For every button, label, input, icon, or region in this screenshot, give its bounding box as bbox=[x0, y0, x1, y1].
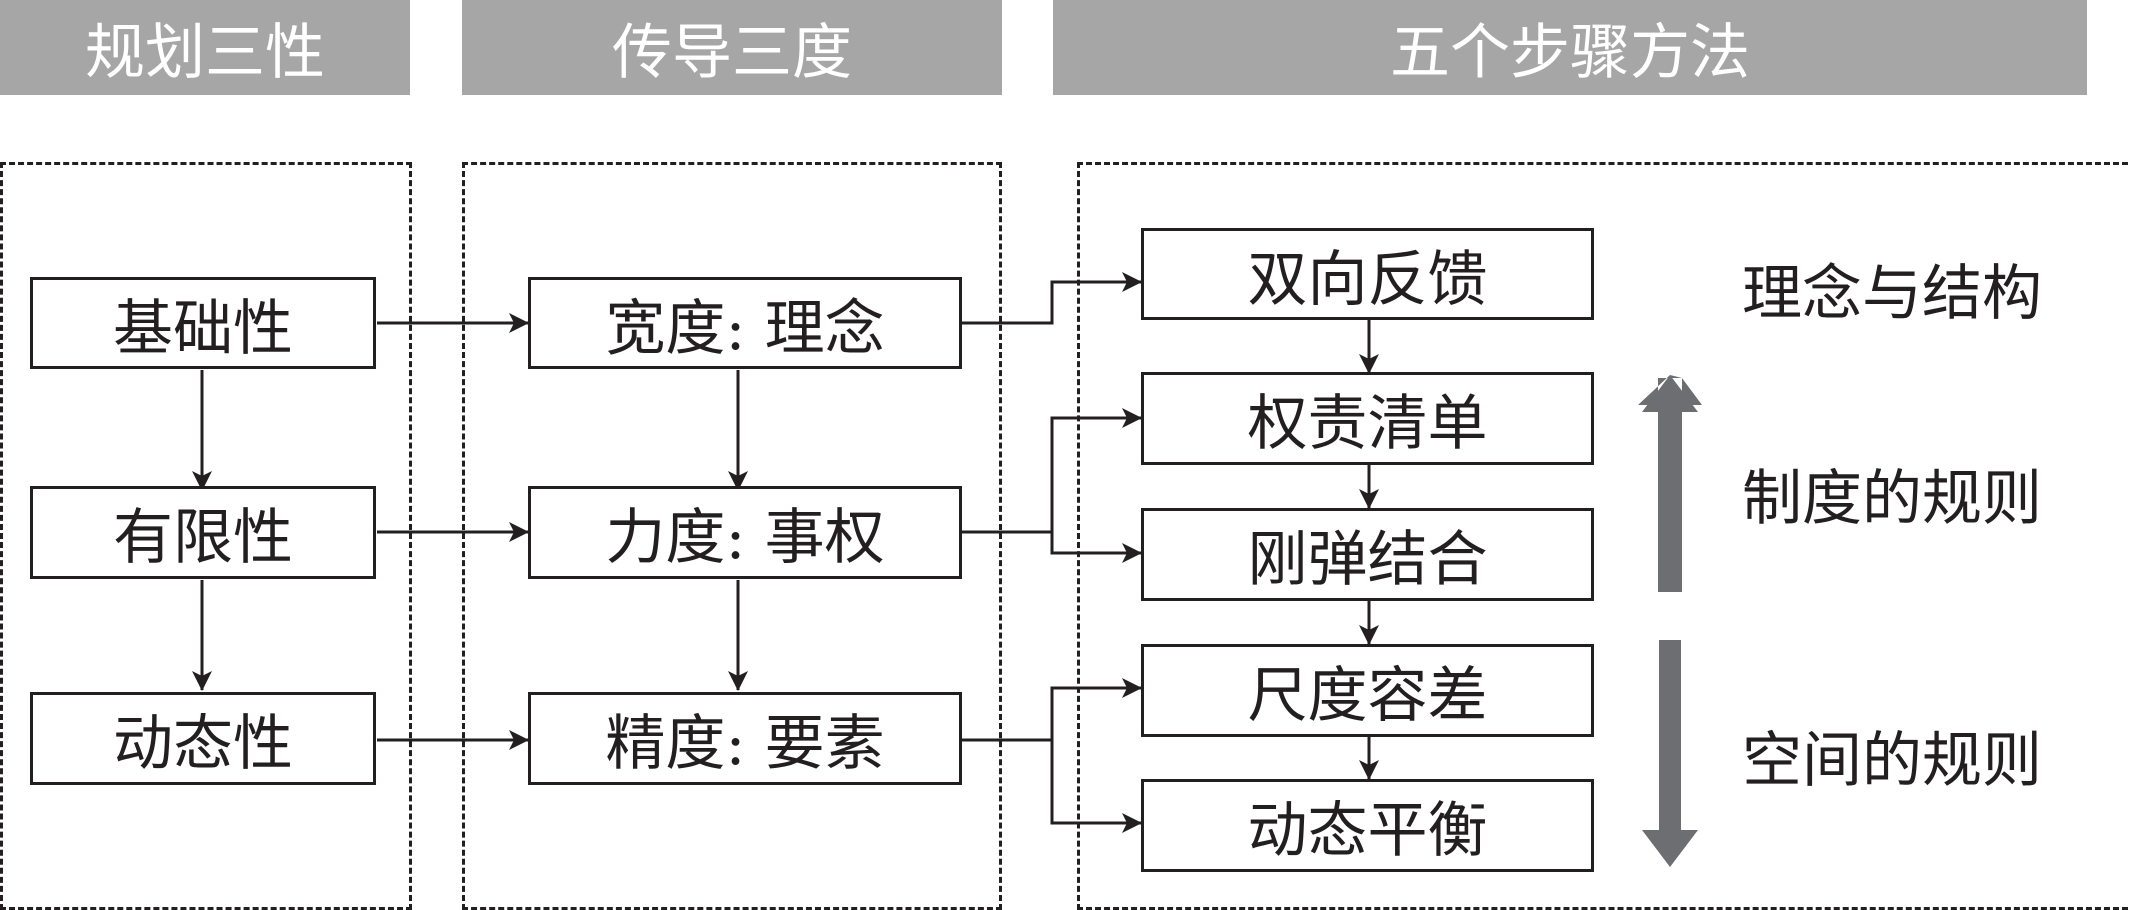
thick-arrow-up-shaft bbox=[1659, 395, 1681, 592]
thick-arrow-up-head bbox=[1642, 375, 1698, 412]
side-label-institutional-rules: 制度的规则 bbox=[1742, 464, 2042, 534]
box-two-way-feedback: 双向反馈 bbox=[1141, 228, 1594, 320]
thick-arrow-down-shaft bbox=[1659, 640, 1681, 835]
side-label-concept-structure: 理念与结构 bbox=[1742, 259, 2042, 329]
box-scale-tolerance: 尺度容差 bbox=[1141, 644, 1594, 737]
connector-precision-to-scale bbox=[1050, 678, 1142, 740]
panel-col2 bbox=[462, 162, 1002, 910]
box-rigid-flexible: 刚弹结合 bbox=[1141, 508, 1594, 601]
box-dynamic-balance: 动态平衡 bbox=[1141, 779, 1594, 872]
box-dynamic: 动态性 bbox=[30, 692, 376, 785]
box-foundation: 基础性 bbox=[30, 277, 376, 369]
box-precision-elements: 精度: 要素 bbox=[528, 692, 962, 785]
panel-col1 bbox=[0, 162, 412, 910]
connector-strength-to-combine bbox=[1050, 532, 1142, 563]
box-width-concept: 宽度: 理念 bbox=[528, 277, 962, 369]
header-five-steps-method: 五个步骤方法 bbox=[1053, 0, 2087, 95]
box-limited: 有限性 bbox=[30, 486, 376, 579]
header-planning-three-properties: 规划三性 bbox=[0, 0, 410, 95]
box-responsibility-list: 权责清单 bbox=[1141, 372, 1594, 465]
box-strength-authority: 力度: 事权 bbox=[528, 486, 962, 579]
side-label-spatial-rules: 空间的规则 bbox=[1742, 726, 2042, 796]
thick-arrow-down-head bbox=[1642, 830, 1698, 867]
connector-precision-to-balance bbox=[1050, 740, 1142, 833]
panel-col3 bbox=[1077, 162, 2130, 910]
connector-width-to-feedback bbox=[962, 272, 1142, 325]
header-transmission-three-degrees: 传导三度 bbox=[462, 0, 1002, 95]
connector-strength-to-list bbox=[1050, 408, 1142, 532]
